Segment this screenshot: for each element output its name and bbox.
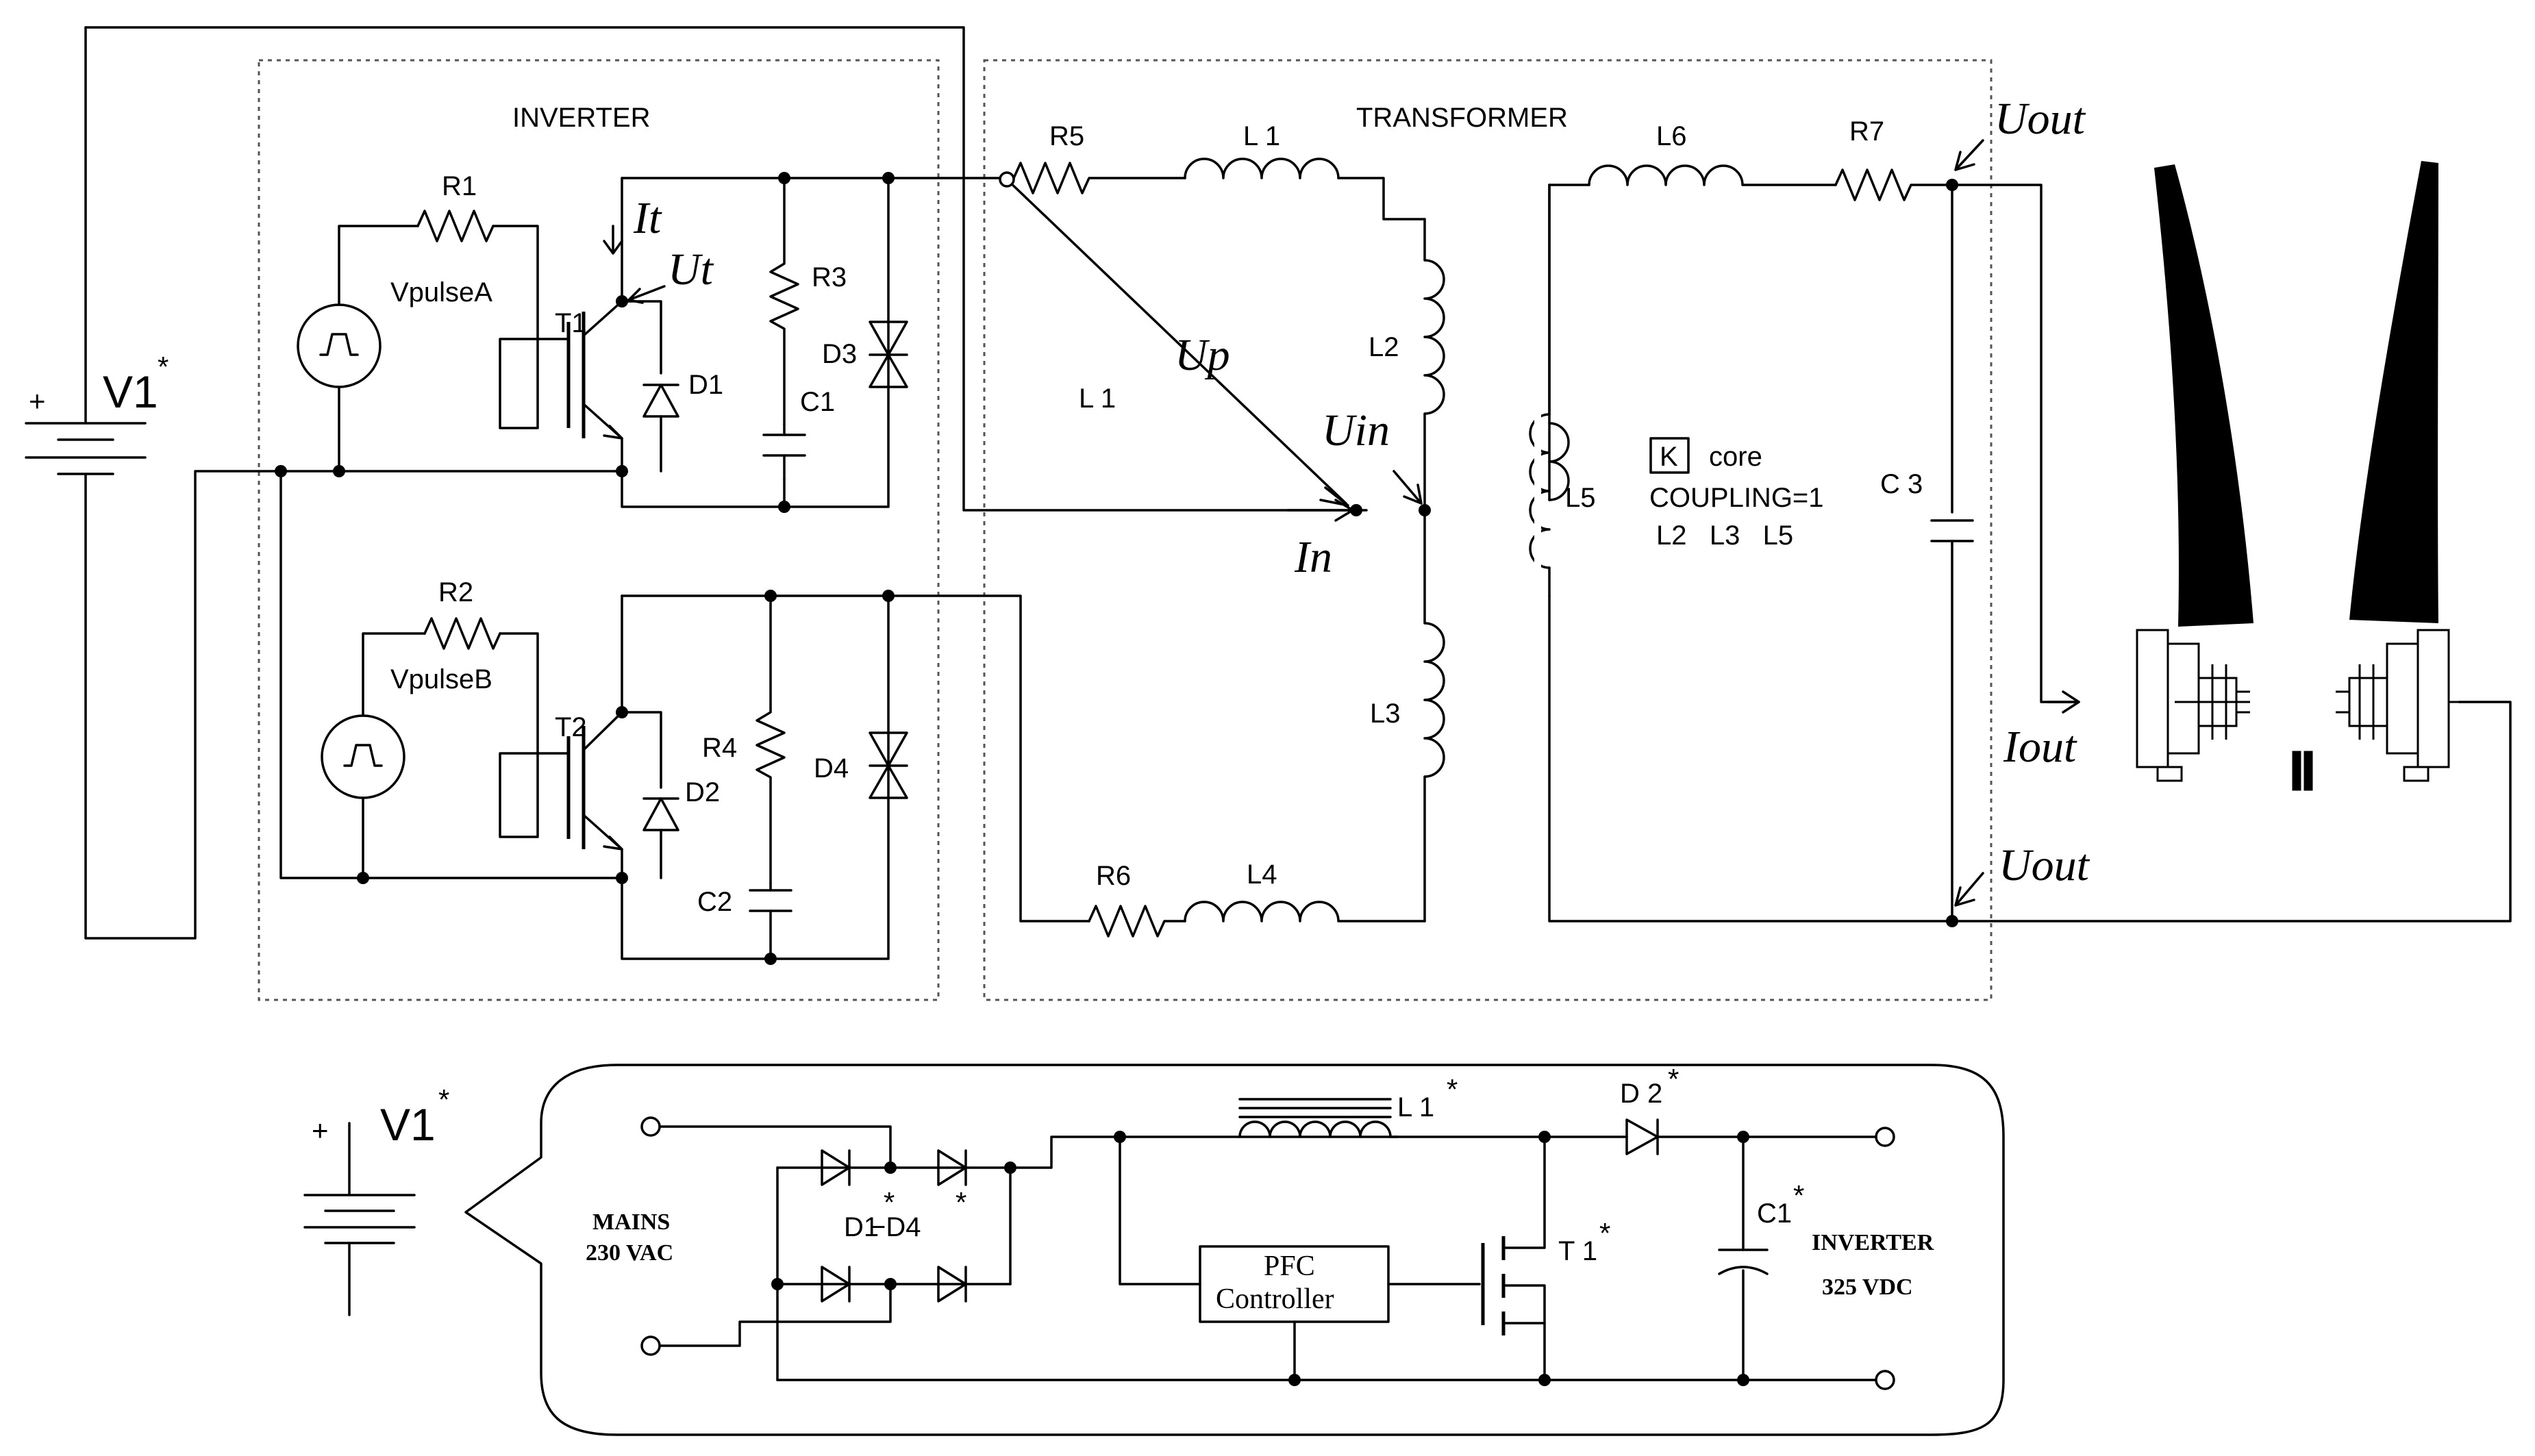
- psu-d1d4-star2: *: [956, 1186, 966, 1218]
- pfc-controller-line1: PFC: [1264, 1251, 1315, 1282]
- psu-diode-d2: [1625, 1118, 1659, 1155]
- label-d1: D1: [688, 370, 723, 400]
- label-vpulsea: VpulseA: [390, 277, 492, 307]
- resistor-r7: [1834, 168, 1953, 201]
- psu-mains-line1: MAINS: [592, 1209, 670, 1235]
- v1-star: *: [158, 351, 168, 383]
- label-l1: L 1: [1243, 121, 1280, 151]
- psu-v1-plus: +: [312, 1114, 329, 1146]
- pfc-controller-line2: Controller: [1216, 1283, 1334, 1315]
- label-d2: D2: [685, 777, 720, 807]
- psu-v1-star: *: [438, 1083, 449, 1116]
- k-core-box: [1649, 437, 1690, 474]
- inductor-l4: [1184, 901, 1426, 922]
- label-in: In: [1294, 532, 1332, 582]
- label-r6: R6: [1096, 861, 1131, 891]
- inverter-section-box: [258, 59, 940, 1001]
- psu-inductor-l1: [1238, 1120, 1399, 1138]
- label-t1: T1: [555, 308, 587, 338]
- label-r3: R3: [812, 262, 847, 292]
- v1-plus-sign: +: [29, 385, 46, 417]
- label-uout-bottom: Uout: [1999, 840, 2090, 890]
- label-ut: Ut: [668, 244, 714, 294]
- label-c1: C1: [800, 387, 835, 417]
- inverter-lower-leg: [279, 470, 1090, 960]
- label-iout: Iout: [2003, 722, 2077, 772]
- label-r5: R5: [1049, 121, 1084, 151]
- psu-mains-line2: 230 VAC: [586, 1240, 673, 1266]
- inductor-l5-coil: [1529, 413, 1551, 569]
- psu-d2-star: *: [1668, 1063, 1679, 1095]
- label-uin: Uin: [1322, 405, 1390, 455]
- label-d4: D4: [814, 753, 849, 783]
- inductor-l5: [1548, 422, 1570, 501]
- label-vpulseb: VpulseB: [390, 664, 492, 694]
- psu-circuit: [658, 1098, 1878, 1381]
- label-l2: L2: [1369, 332, 1399, 362]
- vpulsea-source: [297, 303, 382, 388]
- resistor-r3: [769, 177, 799, 426]
- transformer-primary: [999, 158, 1445, 938]
- psu-l1-label: L 1: [1397, 1092, 1434, 1122]
- psu-l1-star: *: [1447, 1073, 1458, 1105]
- label-l4: L4: [1247, 859, 1277, 890]
- psu-c1-label: C1: [1757, 1198, 1792, 1229]
- transformer-section-box: [983, 59, 1993, 1001]
- psu-d2-label: D 2: [1620, 1079, 1662, 1109]
- psu-callout: [464, 1064, 2005, 1436]
- resistor-r2: [423, 617, 501, 650]
- diode-d3: [869, 321, 908, 388]
- label-up: Up: [1175, 330, 1230, 380]
- psu-battery-v1: [303, 1122, 416, 1316]
- v1-label: V1: [103, 366, 158, 417]
- label-it: It: [633, 193, 662, 243]
- inductor-l6: [1588, 164, 1837, 186]
- psu-c1-star: *: [1793, 1179, 1804, 1212]
- k-coupling-value: COUPLING=1: [1649, 483, 1824, 513]
- psu-t1-star: *: [1599, 1217, 1610, 1249]
- label-d3: D3: [822, 339, 857, 369]
- resistor-r4: [755, 594, 786, 885]
- label-r4: R4: [702, 733, 737, 763]
- psu-inverter-line2: 325 VDC: [1822, 1275, 1913, 1300]
- label-r7: R7: [1849, 116, 1884, 147]
- label-l3: L3: [1370, 699, 1401, 729]
- resistor-r6: [1088, 905, 1186, 938]
- inductor-l2: [1423, 218, 1445, 512]
- welding-electrodes-drawing: [2136, 161, 2459, 791]
- label-c3: C 3: [1880, 469, 1923, 499]
- inductor-l3: [1423, 509, 1445, 922]
- label-l6: L6: [1656, 121, 1687, 151]
- inverter-upper-leg: [279, 177, 1001, 508]
- diode-d1: [642, 384, 679, 418]
- label-t2: T2: [555, 712, 587, 742]
- psu-inverter-line1: INVERTER: [1812, 1230, 1934, 1255]
- psu-v1-label: V1: [380, 1099, 436, 1150]
- psu-d1d4-star: *: [884, 1186, 895, 1218]
- k-coupled-inductors: L2 L3 L5: [1656, 520, 1793, 551]
- label-c2: C2: [697, 887, 732, 917]
- label-r2: R2: [438, 577, 473, 607]
- label-uout-top: Uout: [1995, 94, 2086, 144]
- vpulseb-source: [321, 714, 405, 799]
- resistor-r5: [1012, 162, 1186, 194]
- psu-d1d4-sep: −D4: [870, 1212, 921, 1242]
- k-core-letter: K: [1660, 442, 1678, 472]
- diode-d4: [869, 731, 908, 799]
- label-l1-mid: L 1: [1079, 384, 1116, 414]
- label-l5: L5: [1565, 483, 1596, 513]
- battery-v1: [25, 26, 1368, 940]
- transformer-section-title: TRANSFORMER: [1356, 103, 1568, 133]
- inductor-l1: [1184, 158, 1340, 179]
- k-core-name: core: [1709, 442, 1762, 472]
- label-r1: R1: [442, 171, 477, 201]
- resistor-r1: [416, 210, 495, 242]
- psu-t1-label: T 1: [1558, 1236, 1597, 1266]
- inverter-section-title: INVERTER: [512, 103, 651, 133]
- diode-d2: [642, 797, 679, 831]
- psu-d1d4-label: D1: [844, 1212, 879, 1242]
